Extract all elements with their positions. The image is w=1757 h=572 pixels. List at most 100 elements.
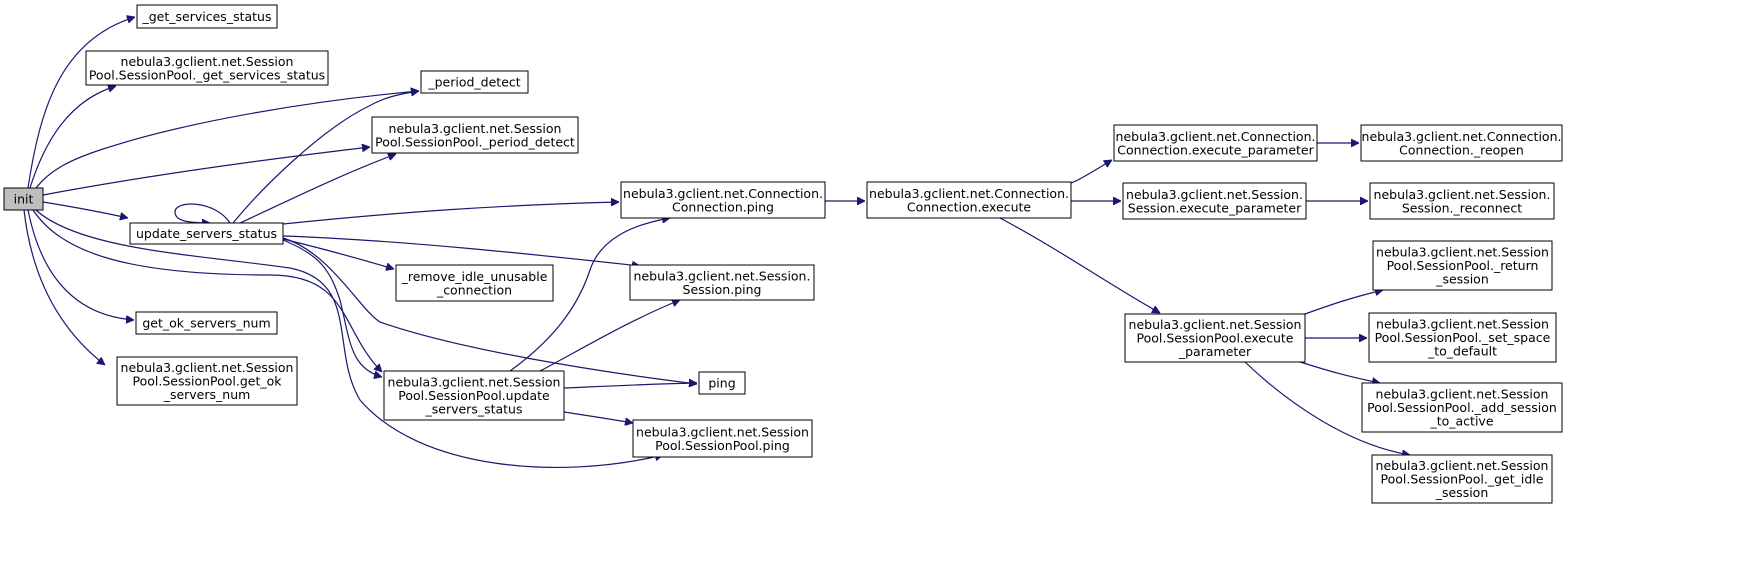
node-label-line: Connection.ping bbox=[672, 199, 774, 214]
edge-update-servers-status-to-session-ping bbox=[282, 235, 640, 266]
node-label-line: Session._reconnect bbox=[1402, 200, 1522, 215]
node-sp-get-ok-servers-num[interactable]: nebula3.gclient.net.SessionPool.SessionP… bbox=[116, 356, 298, 406]
node-label-line: nebula3.gclient.net.Session bbox=[388, 375, 561, 390]
node-box bbox=[371, 116, 579, 154]
node-label-line: _remove_idle_unusable bbox=[401, 269, 548, 284]
edge-init-to-get-services-status bbox=[27, 17, 135, 189]
node-label-line: _servers_status bbox=[425, 402, 523, 417]
node-box bbox=[116, 356, 298, 406]
node-label-line: nebula3.gclient.net.Session bbox=[1376, 458, 1549, 473]
node-sp-set-space[interactable]: nebula3.gclient.net.SessionPool.SessionP… bbox=[1368, 312, 1557, 363]
edge-conn-execute-to-sp-execute-parameter bbox=[999, 217, 1160, 314]
nodes: init _get_services_status nebula3.gclient.… bbox=[3, 4, 1563, 504]
node-ping[interactable]: ping bbox=[698, 371, 746, 395]
node-box bbox=[1360, 124, 1563, 162]
node-sp-return-session[interactable]: nebula3.gclient.net.SessionPool.SessionP… bbox=[1372, 240, 1553, 291]
node-sp-get-idle[interactable]: nebula3.gclient.net.SessionPool.SessionP… bbox=[1371, 454, 1553, 504]
node-label-line: _period_detect bbox=[427, 75, 520, 90]
edges bbox=[23, 17, 1410, 469]
node-label-line: Pool.SessionPool._get_idle bbox=[1381, 472, 1544, 487]
node-sp-get-services-status[interactable]: nebula3.gclient.net.SessionPool.SessionP… bbox=[85, 50, 329, 86]
node-sp-period-detect[interactable]: nebula3.gclient.net.SessionPool.SessionP… bbox=[371, 116, 579, 154]
node-box bbox=[1122, 182, 1307, 220]
node-box bbox=[1371, 454, 1553, 504]
node-get-ok-servers-num[interactable]: get_ok_servers_num bbox=[135, 311, 278, 335]
edge-sp-execute-parameter-to-sp-return-session bbox=[1304, 290, 1383, 315]
edge-init-to-sp-ping bbox=[35, 209, 663, 469]
node-label-line: Pool.SessionPool._set_space bbox=[1375, 330, 1551, 345]
node-label-line: Session.execute_parameter bbox=[1128, 200, 1302, 215]
edge-sp-execute-parameter-to-sp-get-idle bbox=[1244, 361, 1410, 455]
node-label-line: nebula3.gclient.net.Session bbox=[636, 424, 809, 439]
node-init[interactable]: init bbox=[3, 187, 44, 211]
node-get-services-status[interactable]: _get_services_status bbox=[136, 4, 278, 29]
node-label-line: Connection._reopen bbox=[1399, 142, 1524, 157]
node-label-line: Pool.SessionPool.update bbox=[398, 388, 550, 403]
node-label-line: nebula3.gclient.net.Session bbox=[1376, 317, 1549, 332]
node-sp-ping[interactable]: nebula3.gclient.net.SessionPool.SessionP… bbox=[632, 419, 813, 458]
edge-update-servers-status-to-sp-period-detect bbox=[239, 154, 396, 224]
node-label-line: nebula3.gclient.net.Connection. bbox=[1116, 129, 1316, 144]
node-label-line: nebula3.gclient.net.Connection. bbox=[623, 186, 823, 201]
node-update-servers-status[interactable]: update_servers_status bbox=[129, 222, 284, 245]
node-label-line: nebula3.gclient.net.Session bbox=[1376, 245, 1549, 260]
node-label-line: _get_services_status bbox=[142, 9, 272, 24]
edge-init-to-sp-period-detect bbox=[42, 147, 370, 196]
node-label-line: init bbox=[14, 192, 34, 207]
node-label-line: _session bbox=[1435, 272, 1489, 287]
node-conn-reopen[interactable]: nebula3.gclient.net.Connection.Connectio… bbox=[1360, 124, 1563, 162]
node-label-line: nebula3.gclient.net.Session bbox=[121, 360, 294, 375]
node-label-line: Pool.SessionPool._period_detect bbox=[375, 134, 575, 149]
node-remove-idle[interactable]: _remove_idle_unusable_connection bbox=[395, 264, 554, 302]
node-box bbox=[1124, 313, 1306, 363]
edge-conn-execute-to-conn-execute-parameter bbox=[1070, 159, 1112, 184]
edge-sp-update-servers-status-to-conn-ping bbox=[509, 218, 670, 372]
node-sp-add-session[interactable]: nebula3.gclient.net.SessionPool.SessionP… bbox=[1361, 382, 1563, 433]
node-box bbox=[632, 419, 813, 458]
node-box bbox=[620, 181, 826, 219]
node-label-line: nebula3.gclient.net.Connection. bbox=[1362, 129, 1562, 144]
node-conn-execute-parameter[interactable]: nebula3.gclient.net.Connection.Connectio… bbox=[1113, 124, 1318, 162]
edge-init-to-update-servers-status bbox=[42, 201, 128, 218]
node-box bbox=[85, 50, 329, 86]
edge-init-to-sp-get-services-status bbox=[29, 86, 116, 189]
node-box bbox=[1361, 382, 1563, 433]
node-sp-execute-parameter[interactable]: nebula3.gclient.net.SessionPool.SessionP… bbox=[1124, 313, 1306, 363]
node-session-reconnect[interactable]: nebula3.gclient.net.Session.Session._rec… bbox=[1369, 182, 1555, 220]
node-label-line: Session.ping bbox=[683, 282, 762, 297]
node-box bbox=[383, 370, 565, 421]
node-label-line: _to_default bbox=[1427, 344, 1497, 359]
edge-sp-update-servers-status-to-session-ping bbox=[539, 300, 680, 372]
edge-update-servers-status-to-sp-update-servers-status bbox=[282, 239, 382, 377]
node-sp-update-servers-status[interactable]: nebula3.gclient.net.SessionPool.SessionP… bbox=[383, 370, 565, 421]
node-label-line: get_ok_servers_num bbox=[142, 316, 270, 331]
node-conn-ping[interactable]: nebula3.gclient.net.Connection.Connectio… bbox=[620, 181, 826, 219]
node-session-execute-parameter[interactable]: nebula3.gclient.net.Session.Session.exec… bbox=[1122, 182, 1307, 220]
node-label-line: update_servers_status bbox=[136, 226, 277, 241]
node-label-line: Pool.SessionPool.ping bbox=[655, 438, 790, 453]
node-conn-execute[interactable]: nebula3.gclient.net.Connection.Connectio… bbox=[866, 181, 1072, 219]
node-period-detect[interactable]: _period_detect bbox=[420, 70, 529, 94]
edge-update-servers-status-to-remove-idle bbox=[282, 238, 394, 269]
edge-update-servers-status-to-conn-ping bbox=[282, 202, 619, 225]
node-box bbox=[135, 311, 278, 335]
node-label-line: Pool.SessionPool._return bbox=[1387, 258, 1539, 273]
node-box bbox=[1372, 240, 1553, 291]
node-session-ping[interactable]: nebula3.gclient.net.Session.Session.ping bbox=[629, 264, 815, 301]
node-box bbox=[136, 4, 278, 29]
edge-init-to-period-detect bbox=[35, 91, 419, 189]
node-label-line: _servers_num bbox=[163, 387, 251, 402]
node-box bbox=[129, 222, 284, 245]
edge-update-servers-status-to-period-detect bbox=[232, 91, 419, 224]
node-label-line: nebula3.gclient.net.Session. bbox=[634, 268, 811, 283]
edge-init-to-sp-get-ok-servers-num bbox=[23, 209, 105, 365]
node-label-line: nebula3.gclient.net.Connection. bbox=[869, 186, 1069, 201]
node-label-line: nebula3.gclient.net.Session. bbox=[1126, 187, 1303, 202]
node-label-line: Connection.execute_parameter bbox=[1117, 142, 1314, 157]
node-label-line: nebula3.gclient.net.Session. bbox=[1374, 187, 1551, 202]
node-box bbox=[629, 264, 815, 301]
node-label-line: nebula3.gclient.net.Session bbox=[121, 54, 294, 69]
node-box bbox=[1369, 182, 1555, 220]
node-box bbox=[698, 371, 746, 395]
